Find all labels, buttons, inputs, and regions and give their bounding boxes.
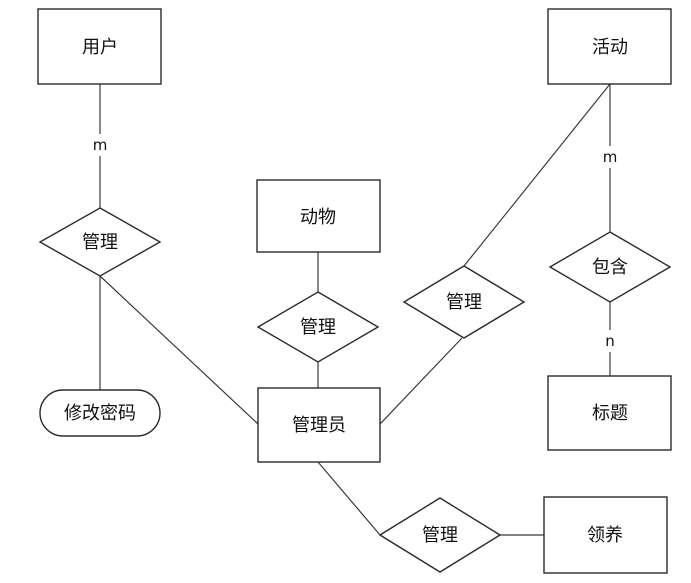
entity-user-label: 用户 (82, 37, 118, 58)
entity-admin[interactable]: 管理员 (257, 387, 381, 463)
entity-activity[interactable]: 活动 (547, 8, 672, 85)
line-relation-to-admin (99, 275, 259, 425)
relation-manage-user-label: 管理 (82, 232, 118, 253)
entity-admin-label: 管理员 (292, 415, 346, 436)
cardinality-title-n: n (605, 332, 615, 350)
relation-manage-user[interactable]: 管理 (38, 207, 162, 277)
entity-title[interactable]: 标题 (547, 375, 672, 451)
relation-manage-adopt[interactable]: 管理 (378, 497, 502, 573)
connectors (99, 83, 611, 536)
entity-user[interactable]: 用户 (37, 8, 162, 85)
entity-title-label: 标题 (592, 403, 628, 424)
line-relation-3-to-activity (463, 83, 611, 267)
cardinality-labels: m m n (88, 134, 622, 352)
line-admin-to-relation-3 (379, 337, 463, 425)
relation-manage-activity[interactable]: 管理 (402, 265, 526, 339)
relation-manage-animal-label: 管理 (300, 317, 336, 338)
relation-manage-animal[interactable]: 管理 (256, 291, 380, 363)
entity-activity-label: 活动 (592, 37, 628, 58)
entity-animal-label: 动物 (300, 207, 336, 228)
entity-adopt-label: 领养 (587, 525, 623, 546)
line-admin-to-relation-5 (317, 461, 381, 536)
entity-adopt[interactable]: 领养 (543, 496, 668, 574)
attribute-change-password[interactable]: 修改密码 (39, 389, 161, 437)
attribute-change-password-label: 修改密码 (64, 403, 136, 424)
cardinality-activity-m: m (603, 148, 618, 166)
relation-manage-adopt-label: 管理 (422, 525, 458, 546)
relation-manage-activity-label: 管理 (446, 292, 482, 313)
relation-contains-label: 包含 (592, 257, 628, 278)
entity-animal[interactable]: 动物 (256, 179, 381, 253)
relation-contains[interactable]: 包含 (548, 231, 672, 303)
cardinality-user-m: m (93, 136, 108, 154)
